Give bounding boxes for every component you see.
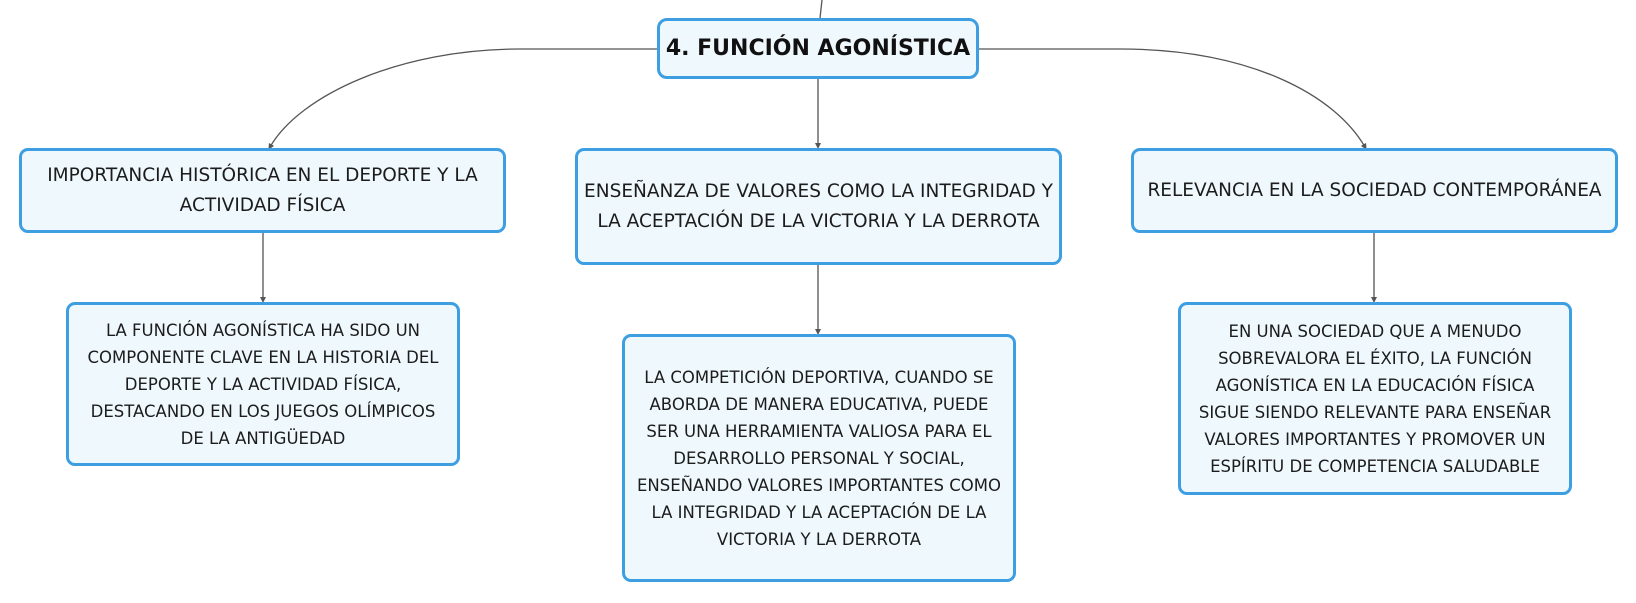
detail-node-historical-importance[interactable]: LA FUNCIÓN AGONÍSTICA HA SIDO UN COMPONE… (66, 302, 460, 466)
topic-node-contemporary-relevance[interactable]: RELEVANCIA EN LA SOCIEDAD CONTEMPORÁNEA (1131, 148, 1618, 233)
connector-parent-stub (819, 0, 823, 19)
connector-central-to-topic-3 (979, 48, 1367, 150)
detail-text: LA COMPETICIÓN DEPORTIVA, CUANDO SE ABOR… (637, 367, 1001, 549)
detail-text: EN UNA SOCIEDAD QUE A MENUDO SOBREVALORA… (1198, 321, 1552, 476)
detail-node-values-teaching[interactable]: LA COMPETICIÓN DEPORTIVA, CUANDO SE ABOR… (622, 334, 1016, 582)
topic-label: RELEVANCIA EN LA SOCIEDAD CONTEMPORÁNEA (1147, 179, 1602, 201)
topic-node-values-teaching[interactable]: ENSEÑANZA DE VALORES COMO LA INTEGRIDAD … (575, 148, 1062, 265)
topic-label: IMPORTANCIA HISTÓRICA EN EL DEPORTE Y LA… (47, 164, 478, 216)
topic-label: ENSEÑANZA DE VALORES COMO LA INTEGRIDAD … (584, 180, 1053, 232)
central-topic-node[interactable]: 4. FUNCIÓN AGONÍSTICA (657, 18, 979, 79)
detail-text: LA FUNCIÓN AGONÍSTICA HA SIDO UN COMPONE… (87, 320, 439, 448)
topic-node-historical-importance[interactable]: IMPORTANCIA HISTÓRICA EN EL DEPORTE Y LA… (19, 148, 506, 233)
detail-node-contemporary-relevance[interactable]: EN UNA SOCIEDAD QUE A MENUDO SOBREVALORA… (1178, 302, 1572, 495)
connector-central-to-topic-1 (268, 48, 657, 150)
central-topic-label: 4. FUNCIÓN AGONÍSTICA (665, 36, 971, 61)
